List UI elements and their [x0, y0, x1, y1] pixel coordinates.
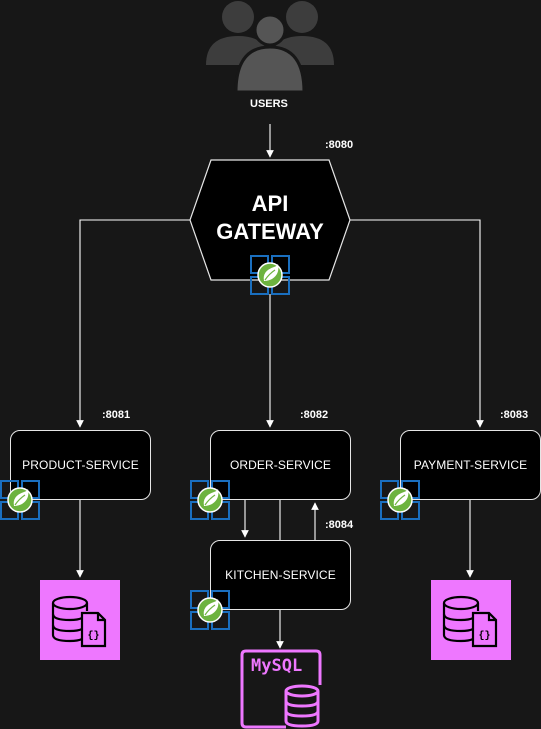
api-gateway-node: [189, 159, 351, 281]
payment-service-label: PAYMENT-SERVICE: [413, 458, 528, 472]
order-service-node: ORDER-SERVICE: [210, 430, 351, 500]
mysql-database-icon: [240, 649, 322, 729]
users-label: USERS: [250, 98, 288, 110]
payment-service-port: :8083: [500, 409, 529, 421]
product-service-label: PRODUCT-SERVICE: [22, 458, 139, 472]
order-service-port: :8082: [300, 409, 329, 421]
svg-text:{}: {}: [478, 630, 490, 642]
document-database-icon: {}: [431, 580, 511, 660]
document-database-icon: {}: [40, 580, 120, 660]
gateway-to-product-arrow: [76, 219, 192, 428]
payment-service-node: PAYMENT-SERVICE: [400, 430, 541, 500]
kitchen-service-label: KITCHEN-SERVICE: [225, 568, 336, 582]
gateway-title: API GATEWAY: [189, 190, 351, 246]
order-service-label: ORDER-SERVICE: [229, 458, 332, 472]
gateway-to-payment-arrow: [348, 219, 484, 428]
svg-text:{}: {}: [87, 630, 99, 642]
kitchen-service-node: KITCHEN-SERVICE: [210, 540, 351, 610]
gateway-port: :8080: [325, 139, 354, 151]
spring-boot-icon: [250, 255, 290, 295]
mysql-label: MySQL: [251, 656, 303, 676]
gateway-title-line1: API: [251, 191, 289, 216]
users-icon: [206, 1, 334, 92]
gateway-title-line2: GATEWAY: [216, 219, 324, 244]
product-service-port: :8081: [102, 409, 131, 421]
product-service-node: PRODUCT-SERVICE: [10, 430, 151, 500]
spring-boot-icon: [380, 480, 420, 520]
spring-boot-icon: [190, 590, 230, 630]
spring-boot-icon: [0, 480, 40, 520]
spring-boot-icon: [190, 480, 230, 520]
kitchen-service-port: :8084: [325, 519, 354, 531]
